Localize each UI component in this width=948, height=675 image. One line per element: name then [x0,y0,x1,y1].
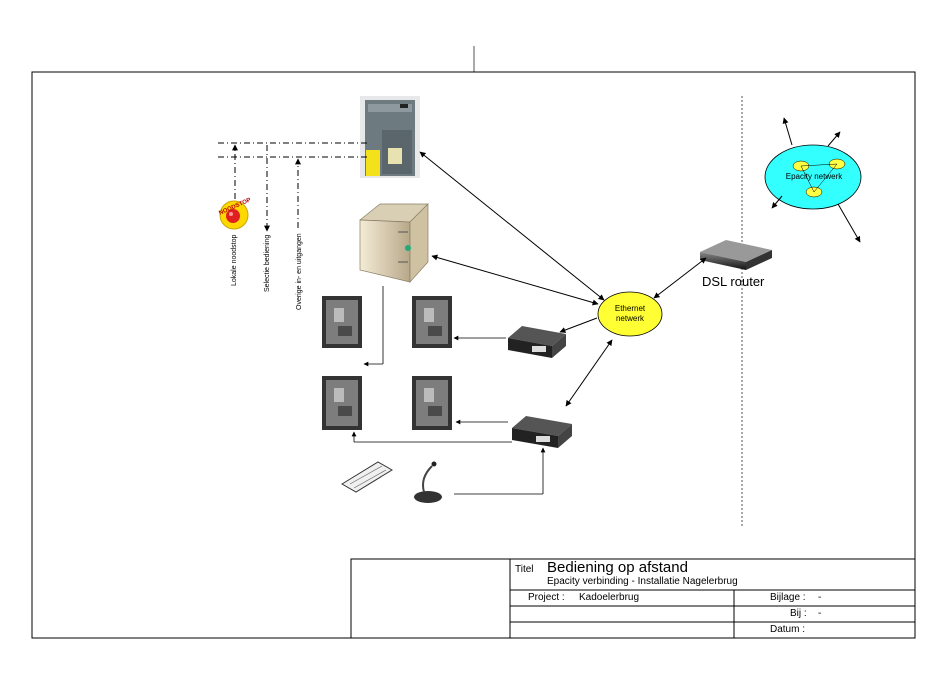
project-label: Project : [528,592,565,603]
video-lines [351,286,546,495]
video-encoder-icon [512,416,572,448]
bijlage-value: - [818,592,822,603]
drawing-subtitle: Epacity verbinding - Installatie Nageler… [547,576,738,587]
epacity-network-node [764,144,862,210]
epacity-network-label: Epacity netwerk [785,172,843,181]
drawing-title: Bediening op afstand [547,559,688,576]
router-icon [700,240,772,270]
io-lines [218,142,368,232]
monitor-icon [412,296,452,348]
bijlage-label: Bijlage : [770,592,806,603]
io-label-lokale-noodstop: Lokale noodstop [231,234,238,286]
datum-label: Datum : [770,624,806,635]
keypad-icon [341,461,393,493]
microphone-icon [414,461,442,503]
ethernet-label-line2: netwerk [615,314,644,323]
video-encoder-icon [508,326,566,358]
connections [419,117,861,407]
ethernet-network-node [597,291,663,337]
dsl-router-label: DSL router [702,274,765,289]
emergency-stop-icon [219,200,249,230]
io-label-selectie-bediening: Selectie bediening [264,234,271,292]
monitor-icon [322,296,362,348]
server-icon [359,203,429,283]
project-value: Kadoelerbrug [579,592,640,603]
monitor-icon [412,376,452,430]
ethernet-network-label: Ethernet netwerk [598,304,662,324]
titel-label: Titel [515,564,534,575]
io-label-overige: Overige in- en uitgangen [296,233,303,310]
bij-label: Bij : [790,608,807,619]
ethernet-label-line1: Ethernet [614,304,646,313]
title-block-grid [350,558,916,639]
monitor-icon [322,376,362,430]
bij-value: - [818,608,822,619]
plc-icon [360,96,420,178]
